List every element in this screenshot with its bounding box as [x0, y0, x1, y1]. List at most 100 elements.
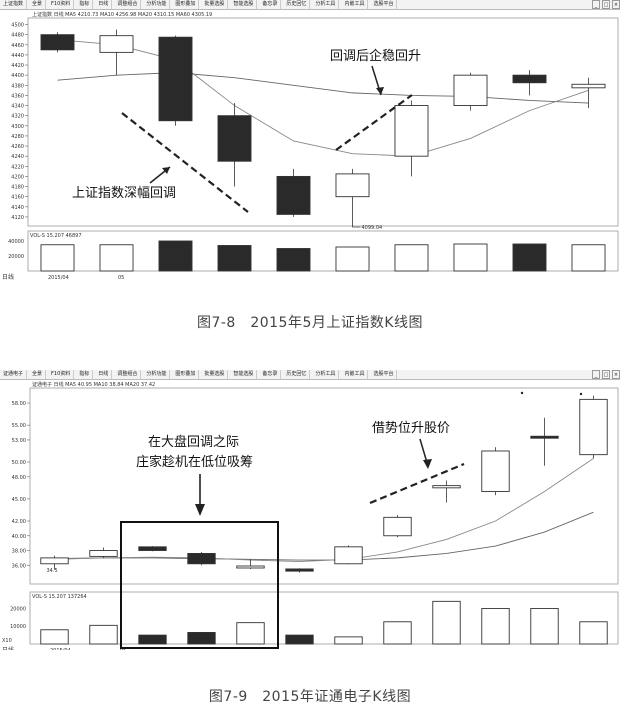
toolbar-item[interactable]: 批量选股 — [201, 370, 229, 379]
candle-body — [530, 435, 559, 439]
y-tick-label: 4260 — [11, 144, 24, 150]
toolbar-item[interactable]: 指标 — [76, 370, 94, 379]
y-tick-label: 4420 — [11, 63, 24, 69]
candle-body — [217, 115, 252, 162]
y-tick-label: 58.00 — [12, 401, 26, 407]
toolbar-item[interactable]: 证通电子 — [0, 370, 28, 379]
toolbar-item[interactable]: 分析工具 — [312, 370, 340, 379]
toolbar-item[interactable]: 上证指数 — [0, 0, 28, 9]
annotation-rebound: 回调后企稳回升 — [330, 48, 421, 64]
toolbar-item[interactable]: 智能选股 — [230, 0, 258, 9]
candle-body — [187, 553, 216, 565]
volume-bar — [530, 607, 559, 645]
volume-bar — [432, 600, 461, 645]
toolbar-item[interactable]: 备忘录 — [259, 370, 282, 379]
toolbar-item[interactable]: 分析工具 — [312, 0, 340, 9]
y-tick-label: 4460 — [11, 43, 24, 49]
candle-body — [453, 74, 488, 106]
volume-tick-label: 40000 — [8, 239, 24, 245]
restore-icon[interactable]: □ — [602, 0, 610, 9]
volume-tick-label: 20000 — [10, 606, 26, 612]
arrowhead-icon — [195, 504, 205, 516]
toolbar-item[interactable]: 备忘录 — [259, 0, 282, 9]
toolbar-item[interactable]: 全景 — [29, 370, 47, 379]
candlestick-chart-1: 4500448044604440442044004380436043404320… — [2, 17, 619, 281]
volume-info: VOL-S 15.207 46897 — [30, 233, 82, 239]
candle-body — [579, 398, 608, 456]
volume-bar — [236, 622, 265, 645]
volume-panel-frame — [29, 591, 619, 645]
volume-bar — [217, 245, 252, 272]
toolbar-item[interactable]: 选股平台 — [370, 370, 398, 379]
volume-bar — [335, 246, 370, 272]
candle-body — [432, 485, 461, 489]
toolbar-item[interactable]: 调整组合 — [114, 0, 142, 9]
volume-bar — [571, 244, 606, 272]
y-tick-label: 4120 — [11, 215, 24, 221]
toolbar-item[interactable]: 图形叠加 — [172, 0, 200, 9]
accumulation-zone-box — [120, 521, 279, 649]
moving-average-line-slow — [57, 72, 589, 104]
y-tick-label: 55.00 — [12, 423, 26, 429]
toolbar-item[interactable]: 图形叠加 — [172, 370, 200, 379]
y-tick-label: 36.00 — [12, 563, 26, 569]
indicator-info-line: 证通电子 日线 MA5 40.95 MA10 38.84 MA20 37.42 — [32, 382, 156, 388]
y-tick-label: 4440 — [11, 53, 24, 59]
y-tick-label: 4180 — [11, 185, 24, 191]
candle-body — [285, 568, 314, 572]
y-tick-label: 4160 — [11, 195, 24, 201]
volume-tick-label: 20000 — [8, 254, 24, 260]
restore-icon[interactable]: □ — [602, 370, 610, 379]
y-tick-label: 4140 — [11, 205, 24, 211]
toolbar-item[interactable]: 日线 — [95, 370, 113, 379]
y-tick-label: 50.00 — [12, 460, 26, 466]
minimize-icon[interactable]: _ — [592, 370, 600, 379]
toolbar-item[interactable]: 批量选股 — [201, 0, 229, 9]
candle-body — [481, 450, 510, 492]
toolbar-item[interactable]: 内嵌工具 — [341, 370, 369, 379]
volume-panel-frame — [27, 230, 619, 272]
volume-bar — [334, 636, 363, 645]
low-price-label: 34.5 — [47, 568, 58, 574]
toolbar-item[interactable]: 调整组合 — [114, 370, 142, 379]
toolbar-item[interactable]: 历史回忆 — [283, 0, 311, 9]
uptrend-dashed-line — [335, 94, 413, 151]
period-label: 日线 — [2, 646, 14, 650]
y-tick-label: 4360 — [11, 93, 24, 99]
toolbar-item[interactable]: 历史回忆 — [283, 370, 311, 379]
volume-bar — [40, 244, 75, 272]
toolbar-item[interactable]: F10资料 — [48, 370, 75, 379]
toolbar-item[interactable]: 指标 — [76, 0, 94, 9]
y-tick-label: 42.00 — [12, 519, 26, 525]
minimize-icon[interactable]: _ — [592, 0, 600, 9]
toolbar-item[interactable]: 分析功能 — [143, 370, 171, 379]
annotation-deep-pullback: 上证指数深幅回调 — [72, 186, 176, 201]
date-label: 2015/04 — [48, 275, 69, 281]
toolbar-item[interactable]: 内嵌工具 — [341, 0, 369, 9]
candle-body — [158, 36, 193, 122]
candle-body — [40, 557, 69, 565]
moving-average-line-slow — [54, 511, 594, 561]
annotation-price-lift: 借势位升股价 — [372, 420, 450, 436]
toolbar-item[interactable]: 分析功能 — [143, 0, 171, 9]
y-tick-label: 53.00 — [12, 438, 26, 444]
toolbar-item[interactable]: 选股平台 — [370, 0, 398, 9]
candle-body — [334, 546, 363, 565]
candlestick-chart-2: 58.0055.0053.0050.0048.0045.0042.0040.00… — [2, 387, 619, 650]
toolbar-item[interactable]: 日线 — [95, 0, 113, 9]
y-tick-label: 45.00 — [12, 497, 26, 503]
volume-bar — [394, 244, 429, 272]
y-tick-label: 4340 — [11, 104, 24, 110]
volume-info: VOL-S 15.207 137264 — [32, 594, 87, 600]
toolbar-item[interactable]: 智能选股 — [230, 370, 258, 379]
moving-average-line-fast — [54, 457, 594, 563]
candle-body — [99, 35, 134, 53]
toolbar-item[interactable]: F10资料 — [48, 0, 75, 9]
downtrend-dashed-line — [121, 112, 249, 213]
annotation-box-line-2: 庄家趁机在低位吸筹 — [136, 454, 253, 470]
candle-body — [89, 550, 118, 557]
toolbar-item[interactable]: 全景 — [29, 0, 47, 9]
